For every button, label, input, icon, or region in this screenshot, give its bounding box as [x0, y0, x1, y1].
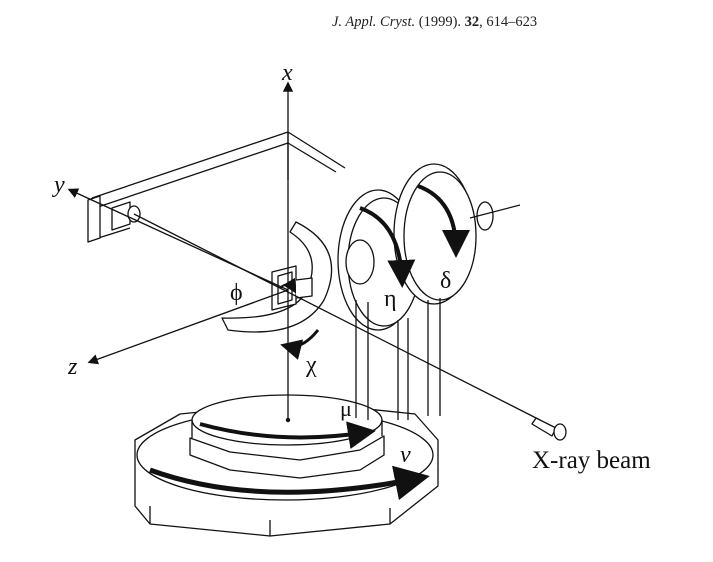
delta-arrow — [417, 184, 470, 258]
citation-line: J. Appl. Cryst. (1999). 32, 614–623 — [332, 14, 537, 31]
label-phi: ϕ — [230, 280, 243, 306]
origin-dot — [285, 417, 291, 423]
beam-line — [133, 204, 541, 421]
label-chi: χ — [305, 352, 317, 378]
chi-arrow — [280, 329, 320, 360]
label-x: x — [281, 60, 293, 86]
citation-pages: , 614–623 — [479, 14, 538, 30]
label-eta: η — [384, 286, 397, 312]
label-z: z — [67, 354, 78, 380]
citation-journal: J. Appl. Cryst. — [332, 14, 416, 30]
eta-arrow — [359, 206, 416, 288]
label-mu: μ — [340, 396, 352, 421]
citation-volume: 32 — [464, 14, 480, 30]
mu-arrow — [199, 421, 376, 449]
label-beam: X-ray beam — [532, 447, 651, 474]
label-delta: δ — [440, 268, 451, 294]
axis-z — [87, 289, 289, 365]
label-y: y — [52, 172, 65, 198]
xray-source — [531, 417, 567, 441]
label-nu: ν — [400, 442, 411, 468]
nu-arrow — [149, 465, 430, 501]
support-columns — [355, 298, 441, 420]
citation-year: (1999). — [418, 14, 462, 30]
chi-ring — [221, 221, 333, 333]
phi-arrow — [279, 277, 297, 294]
